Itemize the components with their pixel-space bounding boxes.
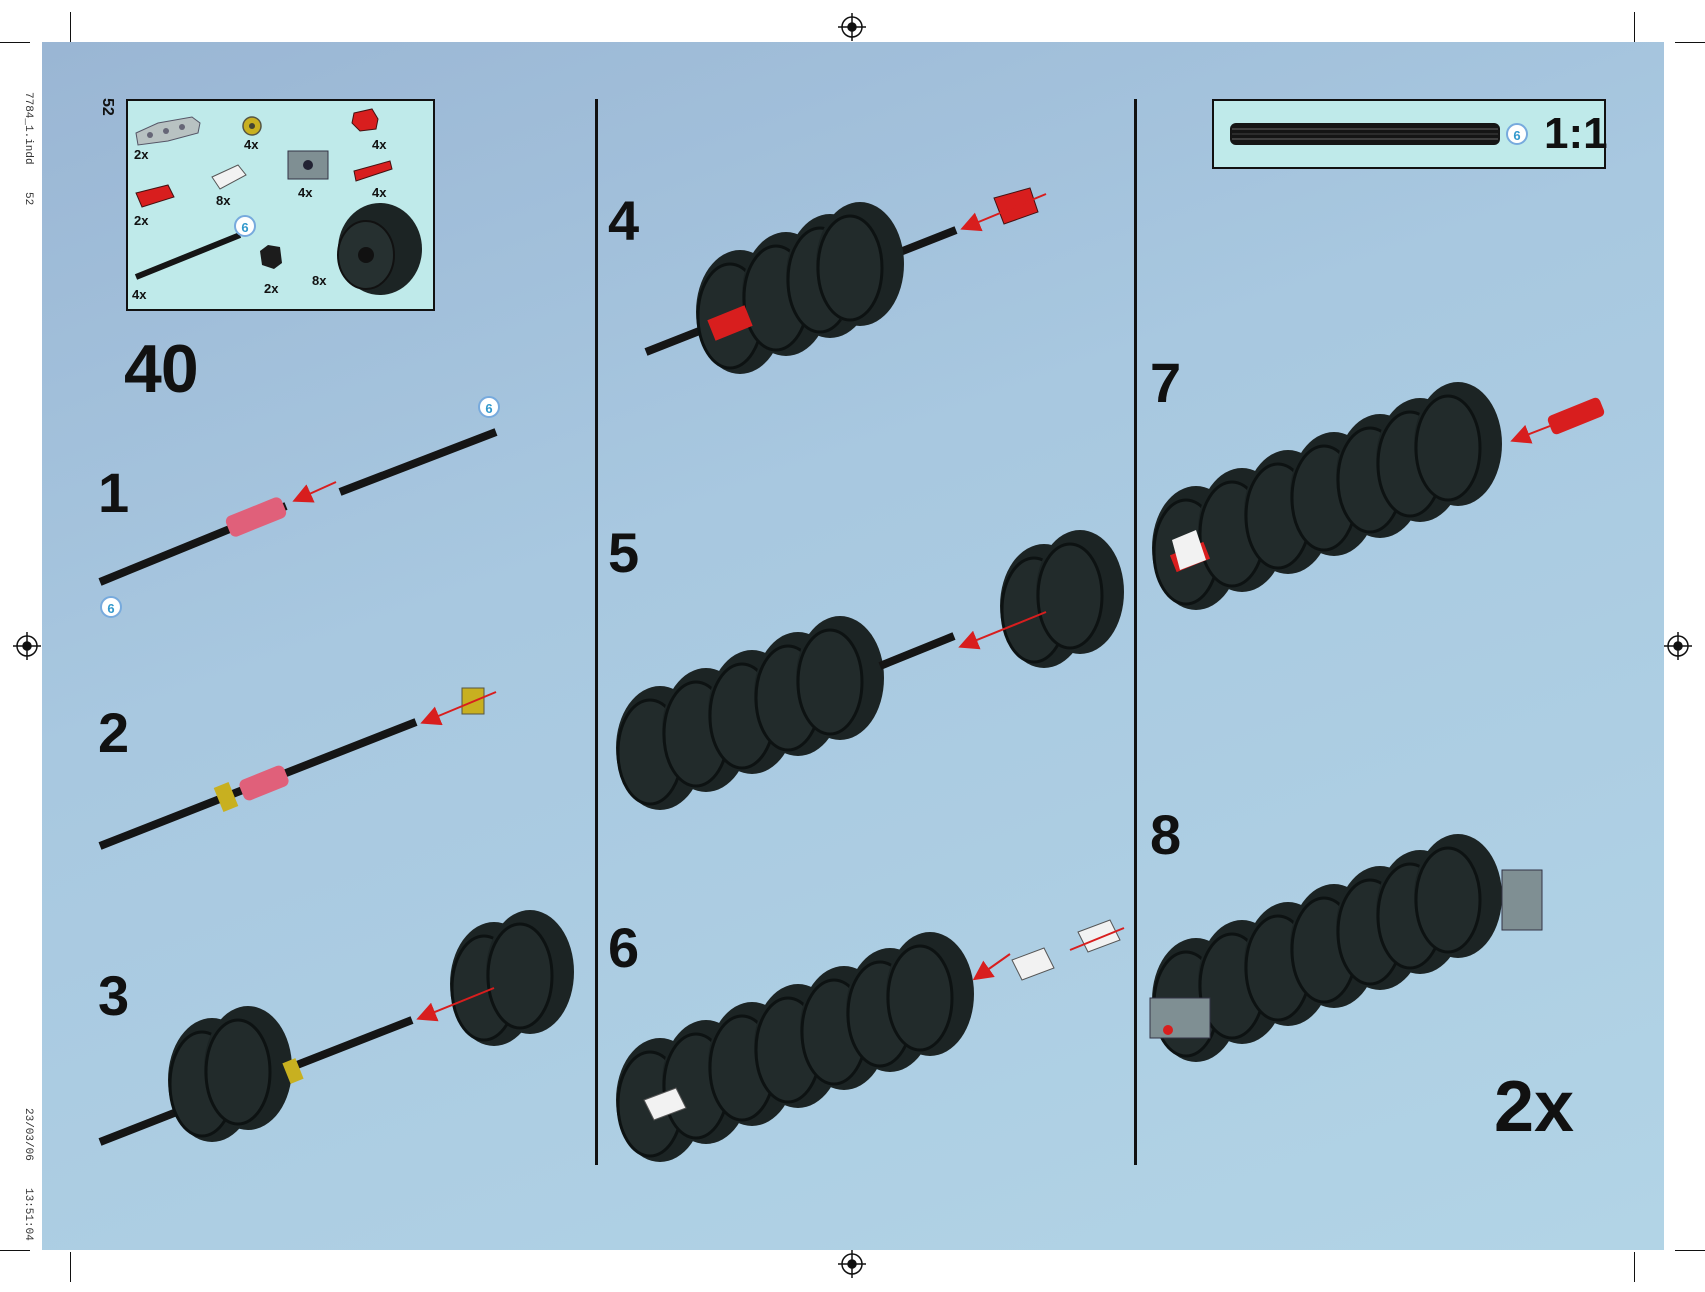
part-red-axle-pin (353, 160, 393, 182)
step-number-2: 2 (98, 701, 130, 764)
qty-label: 4x (372, 185, 387, 200)
qty-label: 2x (264, 281, 279, 296)
step-5-assembly (614, 528, 1126, 812)
crop-mark (70, 1252, 71, 1282)
step-number-7: 7 (1150, 351, 1182, 414)
parts-list-box: 2x 4x 4x 8x 4x 4x 2x 4x 2x 8x 6 (126, 99, 435, 311)
qty-label: 8x (216, 193, 231, 208)
qty-label: 4x (298, 185, 313, 200)
build-multiplier: 2x (1494, 1067, 1575, 1147)
scale-box: 6 1:1 (1212, 99, 1608, 169)
step-number-6: 6 (608, 916, 640, 979)
part-black-wheel (337, 203, 422, 295)
crop-mark (70, 12, 71, 42)
qty-label: 4x (132, 287, 147, 302)
crop-mark (1675, 42, 1705, 43)
part-red-connector (135, 184, 175, 208)
part-black-axle (134, 232, 242, 280)
step-number-4: 4 (608, 189, 640, 252)
crop-mark (0, 42, 30, 43)
axle-length-badge: 6 (478, 396, 500, 418)
part-yellow-bush (242, 116, 262, 136)
crop-mark (1675, 1250, 1705, 1251)
column-divider (1134, 99, 1137, 1165)
axle-length-badge: 6 (100, 596, 122, 618)
step-number-3: 3 (98, 964, 130, 1027)
step-1-assembly (98, 428, 498, 586)
qty-label: 4x (372, 137, 387, 152)
main-step-number: 40 (124, 331, 199, 407)
part-gray-curved-plate (135, 116, 201, 146)
step-3-assembly (98, 908, 576, 1146)
step-4-assembly (644, 187, 1047, 376)
part-black-axle-connector (260, 245, 282, 269)
step-number-5: 5 (608, 521, 640, 584)
scale-label: 1:1 (1544, 109, 1608, 158)
part-gray-technic-brick (287, 150, 329, 180)
part-red-small-connector (351, 108, 379, 132)
step-2-assembly (98, 687, 497, 850)
step-7-assembly (1150, 380, 1605, 612)
crop-mark (0, 1250, 30, 1251)
qty-label: 4x (244, 137, 259, 152)
qty-label: 2x (134, 213, 149, 228)
part-white-pin (211, 164, 247, 190)
axle-1-to-1 (1230, 123, 1500, 145)
qty-label: 2x (134, 147, 149, 162)
qty-label: 8x (312, 273, 327, 288)
step-8-assembly (1149, 832, 1543, 1064)
step-number-8: 8 (1150, 803, 1182, 866)
step-number-1: 1 (98, 461, 130, 524)
scale-length-badge: 6 (1506, 123, 1528, 145)
crop-mark (1634, 12, 1635, 42)
crop-mark (1634, 1252, 1635, 1282)
step-6-assembly (614, 919, 1125, 1164)
axle-length-badge: 6 (234, 215, 256, 237)
column-divider (595, 99, 598, 1165)
